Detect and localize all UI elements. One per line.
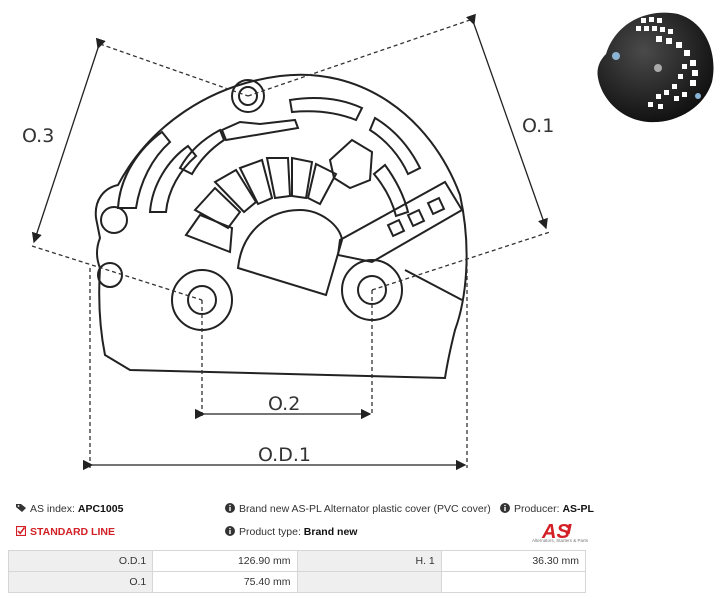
description-text: Brand new AS-PL Alternator plastic cover…	[239, 503, 491, 515]
spec-label	[296, 571, 442, 593]
product-type-value: Brand new	[303, 526, 358, 538]
as-index-label: AS index:	[30, 503, 78, 515]
info-icon	[500, 503, 510, 513]
checkbox-icon	[16, 526, 26, 536]
table-row: O.1 75.40 mm	[7, 571, 587, 593]
spec-value: 36.30 mm	[440, 550, 587, 572]
dim-od1: O.D.1	[258, 444, 311, 466]
technical-drawing: O.3 O.1 O.2 O.D.1	[22, 13, 554, 471]
spec-value	[440, 571, 587, 593]
specs-table: O.D.1 126.90 mm H. 1 36.30 mm O.1 75.40 …	[7, 550, 587, 593]
product-line-text: STANDARD LINE	[30, 526, 115, 538]
dim-o1: O.1	[522, 115, 554, 137]
spec-value: 75.40 mm	[152, 571, 298, 593]
logo-text: AS	[541, 521, 570, 543]
producer: Producer: AS-PL	[500, 503, 594, 515]
cover-outline	[94, 73, 468, 380]
product-type-label: Product type:	[239, 526, 304, 538]
table-row: O.D.1 126.90 mm H. 1 36.30 mm	[7, 550, 587, 572]
spec-label: O.1	[7, 571, 154, 593]
product-type: Product type: Brand new	[225, 526, 357, 538]
producer-label: Producer:	[514, 503, 563, 515]
info-icon	[225, 526, 235, 536]
center-window	[236, 208, 344, 297]
logo-subtitle: Alternators, Starters & Parts	[531, 538, 589, 543]
product-line: STANDARD LINE	[16, 526, 115, 538]
tag-icon	[16, 504, 26, 512]
info-icon	[225, 503, 235, 513]
dim-o3: O.3	[22, 125, 54, 147]
spec-label: H. 1	[296, 550, 442, 572]
dim-o2: O.2	[268, 393, 300, 415]
spec-value: 126.90 mm	[152, 550, 298, 572]
producer-value: AS-PL	[562, 503, 594, 515]
spec-label: O.D.1	[7, 550, 154, 572]
as-index-value: APC1005	[77, 503, 124, 515]
as-pl-logo: AS	[541, 521, 572, 543]
description: Brand new AS-PL Alternator plastic cover…	[225, 503, 491, 515]
as-index: AS index: APC1005	[16, 503, 123, 515]
product-photo	[597, 12, 714, 123]
